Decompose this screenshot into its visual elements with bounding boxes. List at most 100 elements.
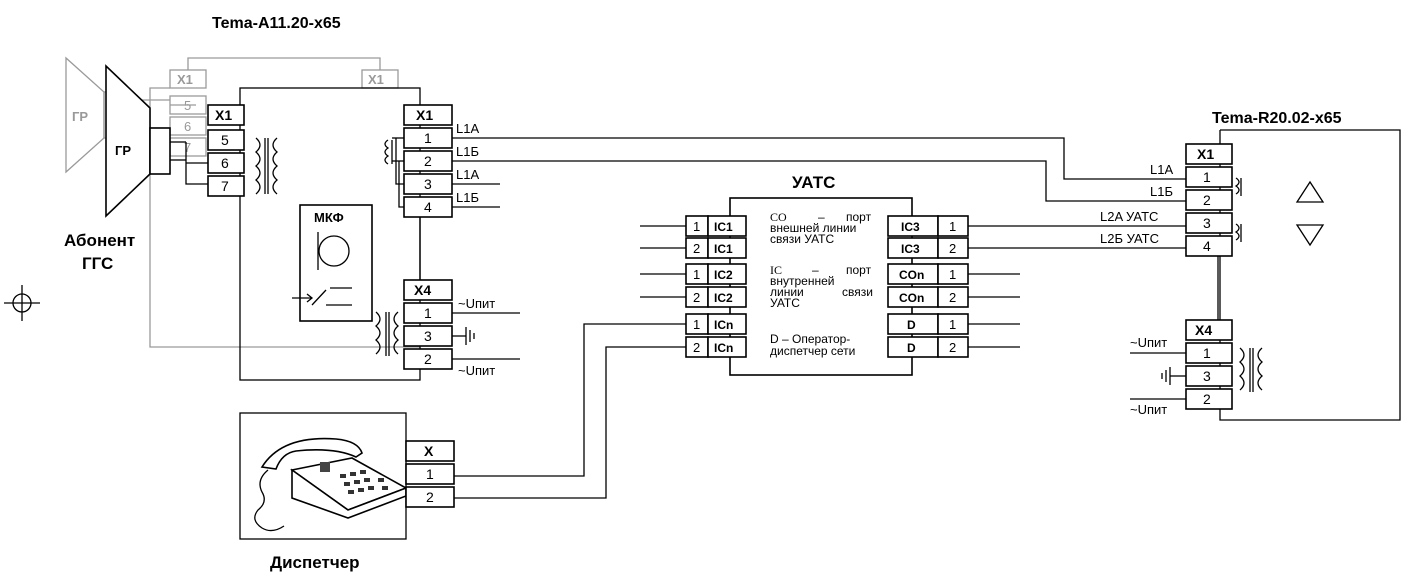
pbx-legend: CO – порт внешней линии связи УАТС IC – …	[770, 210, 873, 358]
svg-text:6: 6	[221, 155, 229, 171]
svg-text:2: 2	[1203, 192, 1211, 208]
transformer-icon	[255, 137, 278, 195]
panel-a-title: Tema-A11.20-x65	[212, 15, 341, 32]
svg-text:2: 2	[424, 351, 432, 367]
svg-text:2: 2	[424, 153, 432, 169]
port-ic2-1: IC2	[714, 268, 733, 282]
loudspeaker-icon: ГР	[105, 64, 171, 218]
port-ic2-2: IC2	[714, 291, 733, 305]
line-label-l1a-2: L1A	[456, 167, 479, 182]
crosshair-icon	[4, 285, 40, 321]
port-ic1-2: IC1	[714, 242, 733, 256]
svg-text:2: 2	[949, 340, 956, 355]
svg-text:1: 1	[693, 317, 700, 332]
subscriber-label-line1: Абонент	[64, 231, 135, 250]
svg-text:X1: X1	[177, 72, 193, 87]
power-transformer-icon-r	[1239, 347, 1263, 392]
svg-text:4: 4	[1203, 238, 1211, 254]
svg-text:линии: линии	[770, 285, 804, 299]
port-d-2: D	[907, 341, 916, 355]
svg-text:X1: X1	[368, 72, 384, 87]
line-label-l2b: L2Б УАТС	[1100, 231, 1159, 246]
svg-text:6: 6	[184, 119, 191, 134]
line-coil-icon-r	[1234, 177, 1242, 242]
svg-text:3: 3	[424, 328, 432, 344]
svg-text:X1: X1	[215, 107, 232, 123]
svg-text:1: 1	[949, 219, 956, 234]
down-triangle-icon	[1295, 224, 1325, 247]
svg-text:7: 7	[184, 140, 191, 155]
svg-text:2: 2	[949, 290, 956, 305]
power-transformer-icon	[375, 311, 399, 356]
svg-text:1: 1	[693, 219, 700, 234]
pbx-right-stubs	[968, 273, 1020, 348]
line-label-l1a: L1A	[456, 121, 479, 136]
svg-text:CO: CO	[770, 210, 787, 224]
svg-text:1: 1	[1203, 169, 1211, 185]
svg-text:диспетчер сети: диспетчер сети	[770, 344, 855, 358]
port-con-1: COn	[899, 268, 924, 282]
svg-text:1: 1	[1203, 345, 1211, 361]
connector-x1-speaker: X1 5 6 7	[207, 104, 245, 197]
line-label-l2a: L2A УАТС	[1100, 209, 1158, 224]
ghost-loudspeaker-label: ГР	[72, 109, 88, 124]
pbx-title: УАТС	[792, 173, 835, 192]
svg-text:2: 2	[949, 241, 956, 256]
ground-icon-r	[1161, 367, 1171, 385]
pbx-right-ports: IC3 1 IC3 2 COn 1 COn 2 D 1 D 2	[887, 215, 969, 358]
svg-text:1: 1	[693, 267, 700, 282]
svg-text:2: 2	[1203, 391, 1211, 407]
port-ic3-1: IC3	[901, 220, 920, 234]
svg-text:УАТС: УАТС	[770, 296, 800, 310]
power-label-r-top: ~Uпит	[1130, 335, 1167, 350]
panel-r-body	[1219, 129, 1401, 421]
connector-x1-lines: X1 1 2 3 4	[403, 104, 453, 218]
microphone-icon	[318, 235, 350, 267]
line-coil-icon	[384, 137, 404, 208]
line-label-l1b-2: L1Б	[456, 190, 479, 205]
svg-text:1: 1	[949, 267, 956, 282]
svg-text:2: 2	[426, 489, 434, 505]
svg-text:X1: X1	[1197, 146, 1214, 162]
svg-text:порт: порт	[846, 210, 872, 224]
wire-dispatcher-2	[454, 346, 686, 499]
svg-text:X4: X4	[1195, 322, 1212, 338]
wire-dispatcher-1	[454, 323, 686, 477]
svg-text:порт: порт	[846, 263, 872, 277]
svg-text:4: 4	[424, 199, 432, 215]
connector-x4-panel-r: X4 1 3 2	[1185, 319, 1233, 410]
port-d-1: D	[907, 318, 916, 332]
port-icn-2: ICn	[714, 341, 733, 355]
svg-text:3: 3	[424, 176, 432, 192]
svg-text:внешней линии: внешней линии	[770, 221, 856, 235]
connector-x1-panel-r: X1 1 2 3 4	[1185, 143, 1233, 257]
power-label-a-bottom: ~Uпит	[458, 363, 495, 378]
svg-text:связи: связи	[842, 285, 873, 299]
svg-text:2: 2	[693, 290, 700, 305]
ghost-wiring	[149, 57, 420, 348]
svg-text:3: 3	[1203, 368, 1211, 384]
wire-l1b	[452, 160, 1186, 202]
svg-text:внутренней: внутренней	[770, 274, 834, 288]
port-con-2: COn	[899, 291, 924, 305]
svg-text:1: 1	[424, 130, 432, 146]
line-label-r-l1a: L1A	[1150, 162, 1173, 177]
port-icn-1: ICn	[714, 318, 733, 332]
svg-text:1: 1	[949, 317, 956, 332]
svg-text:5: 5	[221, 132, 229, 148]
svg-text:связи УАТС: связи УАТС	[770, 232, 834, 246]
up-triangle-icon	[1295, 180, 1325, 203]
subscriber-label-line2: ГГС	[82, 254, 113, 273]
svg-text:IC: IC	[770, 263, 782, 277]
ground-icon	[465, 327, 475, 345]
wire-l1a	[452, 137, 1186, 180]
line-label-r-l1b: L1Б	[1150, 184, 1173, 199]
dispatcher-label: Диспетчер	[270, 553, 360, 572]
power-label-a-top: ~Uпит	[458, 296, 495, 311]
panel-r-title: Tema-R20.02-x65	[1212, 110, 1342, 127]
pbx-body	[729, 197, 913, 376]
svg-text:X: X	[424, 443, 434, 459]
power-label-r-bottom: ~Uпит	[1130, 402, 1167, 417]
svg-text:2: 2	[693, 241, 700, 256]
